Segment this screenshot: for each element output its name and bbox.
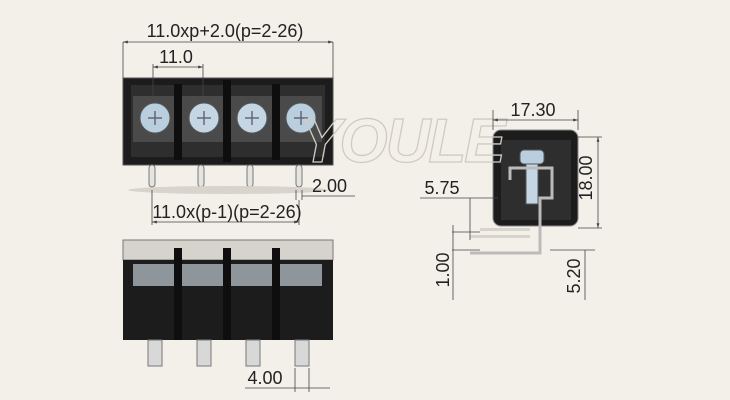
dividers	[174, 80, 280, 162]
bottom-view	[122, 239, 334, 367]
dim-pin-offset: 5.75	[424, 178, 459, 198]
dim-overall-width: 11.0xp+2.0(p=2-26)	[147, 21, 304, 41]
side-view	[470, 129, 579, 255]
dim-pin-span: 11.0x(p-1)(p=2-26)	[152, 202, 301, 222]
screw-icons	[139, 102, 317, 134]
dim-side-height: 18.00	[576, 155, 596, 200]
top-view	[122, 77, 334, 194]
dim-pin-length: 5.20	[564, 258, 584, 293]
dimension-lines	[122, 40, 602, 392]
dim-pin-spacing-bottom: 4.00	[247, 368, 282, 388]
pins	[148, 164, 303, 188]
watermark-logo: YOULE	[300, 107, 507, 176]
dim-pin-width: 2.00	[312, 176, 347, 196]
dim-pitch: 11.0	[159, 47, 193, 67]
dim-pin-thickness: 1.00	[433, 252, 453, 287]
dim-side-width: 17.30	[510, 100, 555, 120]
